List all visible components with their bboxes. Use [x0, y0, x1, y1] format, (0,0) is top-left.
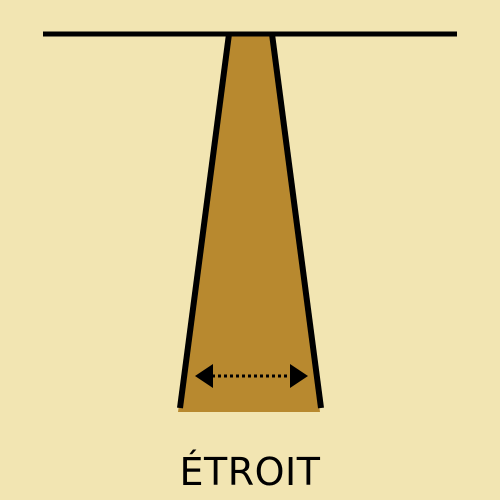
left-edge-line: [177, 33, 232, 409]
tapered-shape-fill: [178, 36, 320, 412]
shape-caption: ÉTROIT: [179, 450, 321, 494]
arrowhead-right: [290, 364, 308, 388]
double-headed-arrow-icon: [195, 364, 308, 388]
right-edge-line: [269, 33, 324, 409]
arrowhead-left: [195, 364, 213, 388]
